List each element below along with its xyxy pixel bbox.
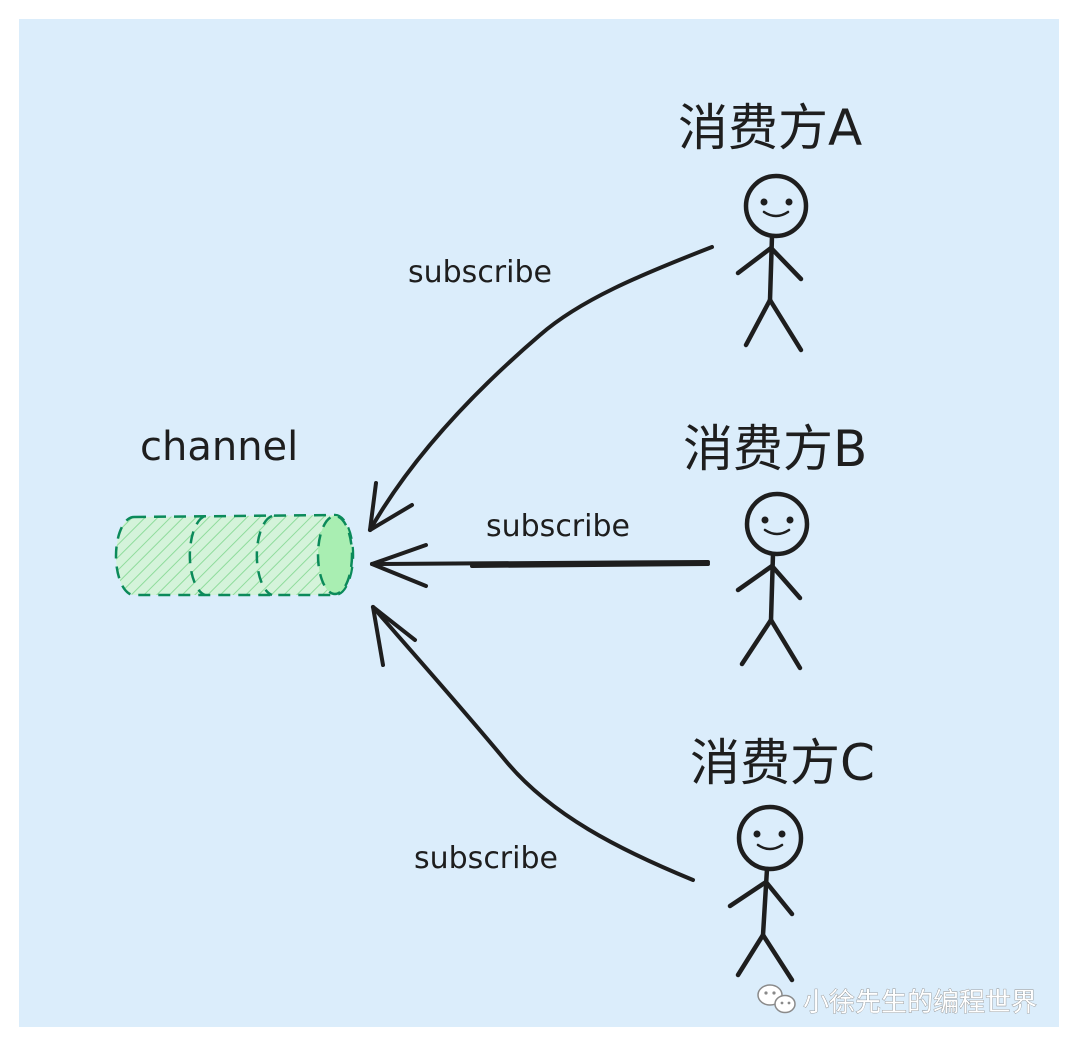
subscribe-label-b: subscribe (486, 509, 630, 544)
channel-segment-1 (188, 514, 206, 597)
channel-body (114, 513, 355, 597)
channel-label: channel (140, 424, 298, 470)
subscribe-arrow-b (370, 543, 710, 588)
consumer-a-stick-figure (735, 173, 809, 353)
consumer-c-stick-figure (727, 804, 804, 983)
watermark: 小徐先生的编程世界 (757, 984, 1037, 1018)
consumer-b-label: 消费方B (683, 420, 867, 478)
subscribe-label-c: subscribe (414, 841, 558, 876)
subscribe-label-a: subscribe (408, 255, 552, 290)
consumer-a-label: 消费方A (678, 99, 862, 157)
channel-queue (114, 513, 355, 597)
consumer-c-label: 消费方C (690, 734, 875, 792)
watermark-text: 小徐先生的编程世界 (803, 988, 1037, 1018)
channel-end-cap (316, 514, 354, 596)
channel-segment-2 (255, 514, 273, 597)
wechat-icon (757, 984, 796, 1014)
consumer-b-stick-figure (735, 491, 810, 671)
subscribe-arrow-c (371, 605, 695, 882)
subscribe-arrow-a (368, 245, 714, 532)
